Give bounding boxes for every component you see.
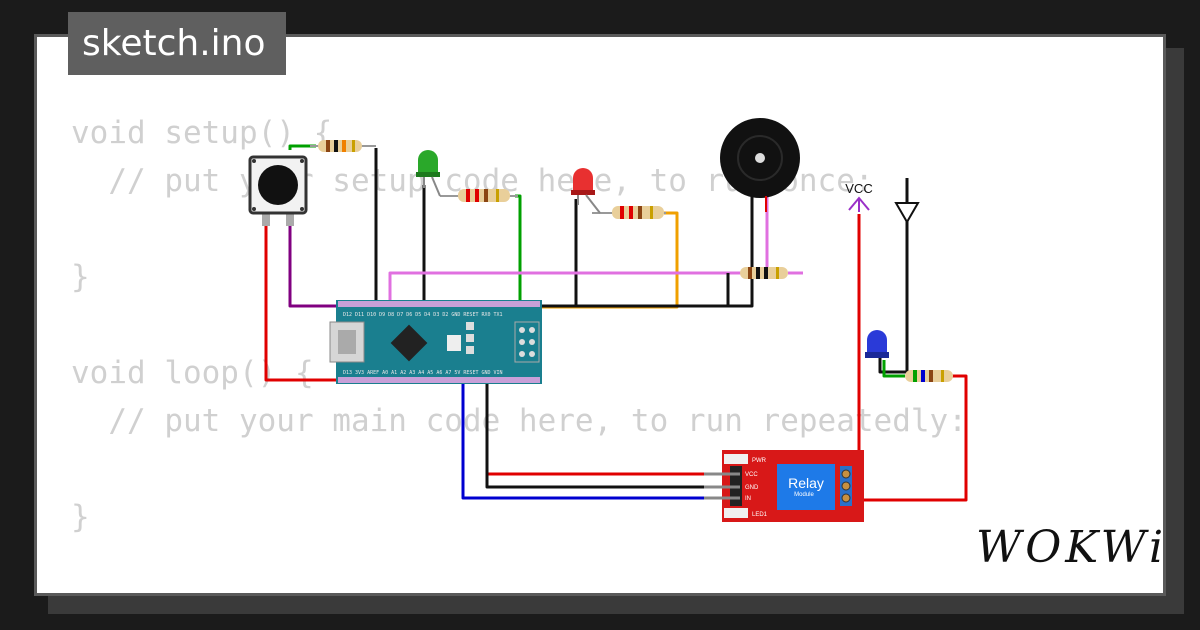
wire-green-button-res	[288, 144, 316, 150]
code-line: void setup() {	[71, 115, 333, 151]
resistor-1	[310, 140, 376, 152]
wire-green-blue-led	[882, 360, 905, 378]
wire-orange	[496, 211, 679, 309]
relay-pwr: PWR	[752, 458, 767, 464]
resistor-5	[905, 370, 953, 382]
code-line: }	[71, 259, 90, 295]
wire-black-buzzer	[530, 190, 754, 308]
red-led	[571, 168, 601, 214]
relay-pin-vcc: VCC	[745, 472, 758, 478]
green-led	[416, 150, 441, 197]
relay-pin-gnd: GND	[745, 485, 759, 491]
wire-red-relay-vcc	[485, 382, 724, 476]
wire-black-relay-gnd	[485, 382, 724, 489]
blue-led	[865, 330, 889, 358]
code-line: }	[71, 499, 90, 535]
wire-green-resistor	[515, 194, 522, 306]
relay-pin-in: IN	[745, 496, 751, 502]
wokwi-logo: WOKWi	[976, 522, 1168, 573]
arduino-nano: D12 D11 D10 D9 D8 D7 D6 D5 D4 D3 D2 GND …	[329, 300, 542, 384]
resistor-3	[592, 206, 666, 219]
code-line: // put your main code here, to run repea…	[71, 403, 967, 439]
wire-red-relay-out	[860, 374, 968, 502]
code-line: void loop() {	[71, 355, 314, 391]
nano-top-pins: D12 D11 D10 D9 D8 D7 D6 D5 D4 D3 D2 GND …	[343, 312, 503, 318]
resistor-2	[440, 189, 518, 202]
vcc-symbol: VCC	[845, 181, 873, 212]
push-button[interactable]	[248, 155, 308, 226]
resistor-4	[740, 267, 788, 279]
ground-symbol	[894, 202, 920, 224]
relay-led: LED1	[752, 512, 768, 518]
relay-subtitle: Module	[794, 492, 814, 498]
wire-purple-button	[288, 226, 340, 308]
relay-title: Relay	[788, 475, 824, 491]
relay-module: PWR LED1 VCC GND IN Relay Module	[704, 450, 864, 522]
wire-black-gnd	[878, 178, 909, 374]
vcc-label: VCC	[845, 181, 872, 196]
buzzer	[720, 118, 800, 212]
sketch-title: sketch.ino	[68, 12, 286, 75]
nano-bottom-pins: D13 3V3 AREF A0 A1 A2 A3 A4 A5 A6 A7 5V …	[343, 370, 503, 376]
